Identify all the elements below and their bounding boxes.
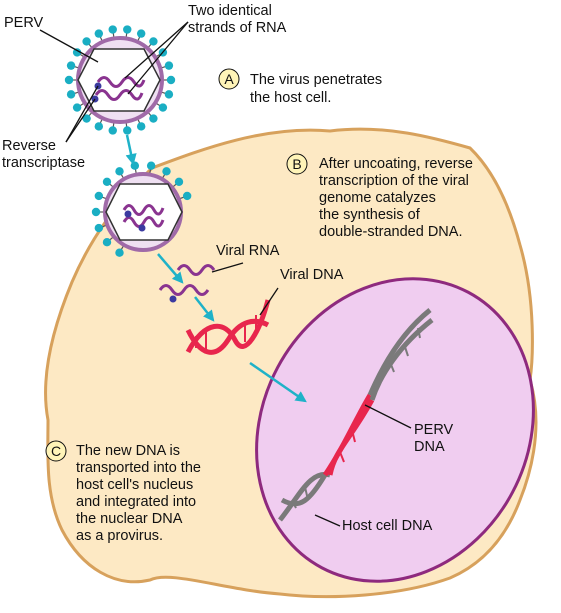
spike-knob xyxy=(136,122,146,131)
step-b-line: double-stranded DNA. xyxy=(319,224,462,240)
two-strands-label: Two identical strands of RNA xyxy=(188,3,287,36)
step-b-line: the synthesis of xyxy=(319,207,421,223)
rna-strand xyxy=(122,216,165,228)
step-a-badge xyxy=(218,68,240,90)
rna-strand xyxy=(158,284,210,296)
spike-knob xyxy=(94,223,104,233)
host-chromosome-dna xyxy=(278,308,434,522)
spike-knob xyxy=(94,122,104,131)
spike-knob xyxy=(174,177,184,186)
viral-dna-helix xyxy=(185,299,271,355)
spike-knob xyxy=(102,177,112,186)
spike-knob xyxy=(108,25,117,34)
perv-dna-label: PERV DNA xyxy=(414,422,457,455)
spike-knob xyxy=(158,103,168,112)
step-a-line: the host cell. xyxy=(250,90,331,106)
host-dna-strand xyxy=(280,473,328,507)
spike-knob xyxy=(162,167,171,176)
spike-knob xyxy=(82,114,91,123)
step-c-letter: C xyxy=(51,443,61,459)
host-cell-dna-label: Host cell DNA xyxy=(342,518,433,534)
spike-knob xyxy=(166,75,176,85)
step-a: A The virus penetrates the host cell. xyxy=(218,68,386,106)
spike-knob xyxy=(72,103,82,112)
spike-knob xyxy=(102,238,112,247)
step-b-letter: B xyxy=(292,156,301,172)
spike-knob xyxy=(115,248,124,257)
step-a-line: The virus penetrates xyxy=(250,72,382,88)
spike-knob xyxy=(66,61,76,70)
spike-knob xyxy=(146,161,156,170)
spike-knob xyxy=(108,126,117,135)
spike-knob xyxy=(64,75,74,85)
arrow-transcribe xyxy=(194,296,215,322)
host-dna-strand xyxy=(369,318,434,401)
step-b-text: After uncoating, reverse transcription o… xyxy=(319,156,477,240)
process-arrows xyxy=(125,134,307,403)
step-b-line: transcription of the viral xyxy=(319,173,469,189)
spike-knob xyxy=(72,48,82,57)
perv-dna-line-2: DNA xyxy=(414,439,445,455)
rna-strand xyxy=(96,76,146,88)
step-b: B After uncoating, reverse transcription… xyxy=(286,153,477,240)
spike-knob xyxy=(164,61,174,70)
step-b-line: After uncoating, reverse xyxy=(319,156,473,172)
spike-knob xyxy=(94,29,104,38)
step-c-line: and integrated into xyxy=(76,494,196,510)
reverse-transcriptase-enzyme xyxy=(169,295,177,303)
step-a-text: The virus penetrates the host cell. xyxy=(250,72,386,106)
spike-knob xyxy=(149,37,158,46)
spike-knob xyxy=(115,167,124,176)
two-strands-line-2: strands of RNA xyxy=(188,20,287,36)
host-dna-strand xyxy=(367,308,432,396)
step-c-badge xyxy=(45,440,67,462)
step-c-line: The new DNA is xyxy=(76,443,180,459)
spike-knob xyxy=(164,90,174,99)
arrow-release xyxy=(157,253,184,284)
spike-knob xyxy=(82,37,91,46)
reverse-transcriptase-line-2: transcriptase xyxy=(2,155,85,171)
spike-knob xyxy=(66,90,76,99)
step-c-line: host cell's nucleus xyxy=(76,477,193,493)
arrow-approach xyxy=(125,134,137,166)
step-c-line: as a provirus. xyxy=(76,528,163,544)
rna-strand xyxy=(176,264,216,276)
reverse-transcriptase-line-1: Reverse xyxy=(2,138,56,154)
spike-knob xyxy=(136,29,146,38)
spike-knob xyxy=(91,207,101,217)
spike-knob xyxy=(123,25,132,34)
spike-knob xyxy=(149,114,158,123)
rna-strand xyxy=(94,89,144,101)
step-c: C The new DNA is transported into the ho… xyxy=(45,440,205,544)
perv-label: PERV xyxy=(4,15,44,31)
two-strands-line-1: Two identical xyxy=(188,3,272,19)
spike-knob xyxy=(182,191,192,201)
reverse-transcriptase-label: Reverse transcriptase xyxy=(2,138,85,171)
perv-dna-strand xyxy=(327,398,375,476)
rna-strand xyxy=(122,204,165,216)
viral-rna-label: Viral RNA xyxy=(216,243,280,259)
virus-particle-penetrating xyxy=(91,161,192,257)
step-b-line: genome catalyzes xyxy=(319,190,436,206)
perv-dna-line-1: PERV xyxy=(414,422,454,438)
leader-lines xyxy=(39,21,412,527)
step-c-line: transported into the xyxy=(76,460,201,476)
spike-knob xyxy=(94,191,104,201)
released-viral-rna xyxy=(158,264,216,303)
viral-dna-label: Viral DNA xyxy=(280,267,344,283)
spike-knob xyxy=(123,126,132,135)
nucleus xyxy=(255,277,535,583)
reverse-transcriptase-enzyme xyxy=(124,210,132,218)
reverse-transcriptase-enzyme xyxy=(138,224,146,232)
arrow-transport xyxy=(249,361,307,403)
step-a-letter: A xyxy=(224,71,234,87)
step-c-line: the nuclear DNA xyxy=(76,511,183,527)
step-c-text: The new DNA is transported into the host… xyxy=(76,443,205,544)
step-b-badge xyxy=(286,153,308,175)
